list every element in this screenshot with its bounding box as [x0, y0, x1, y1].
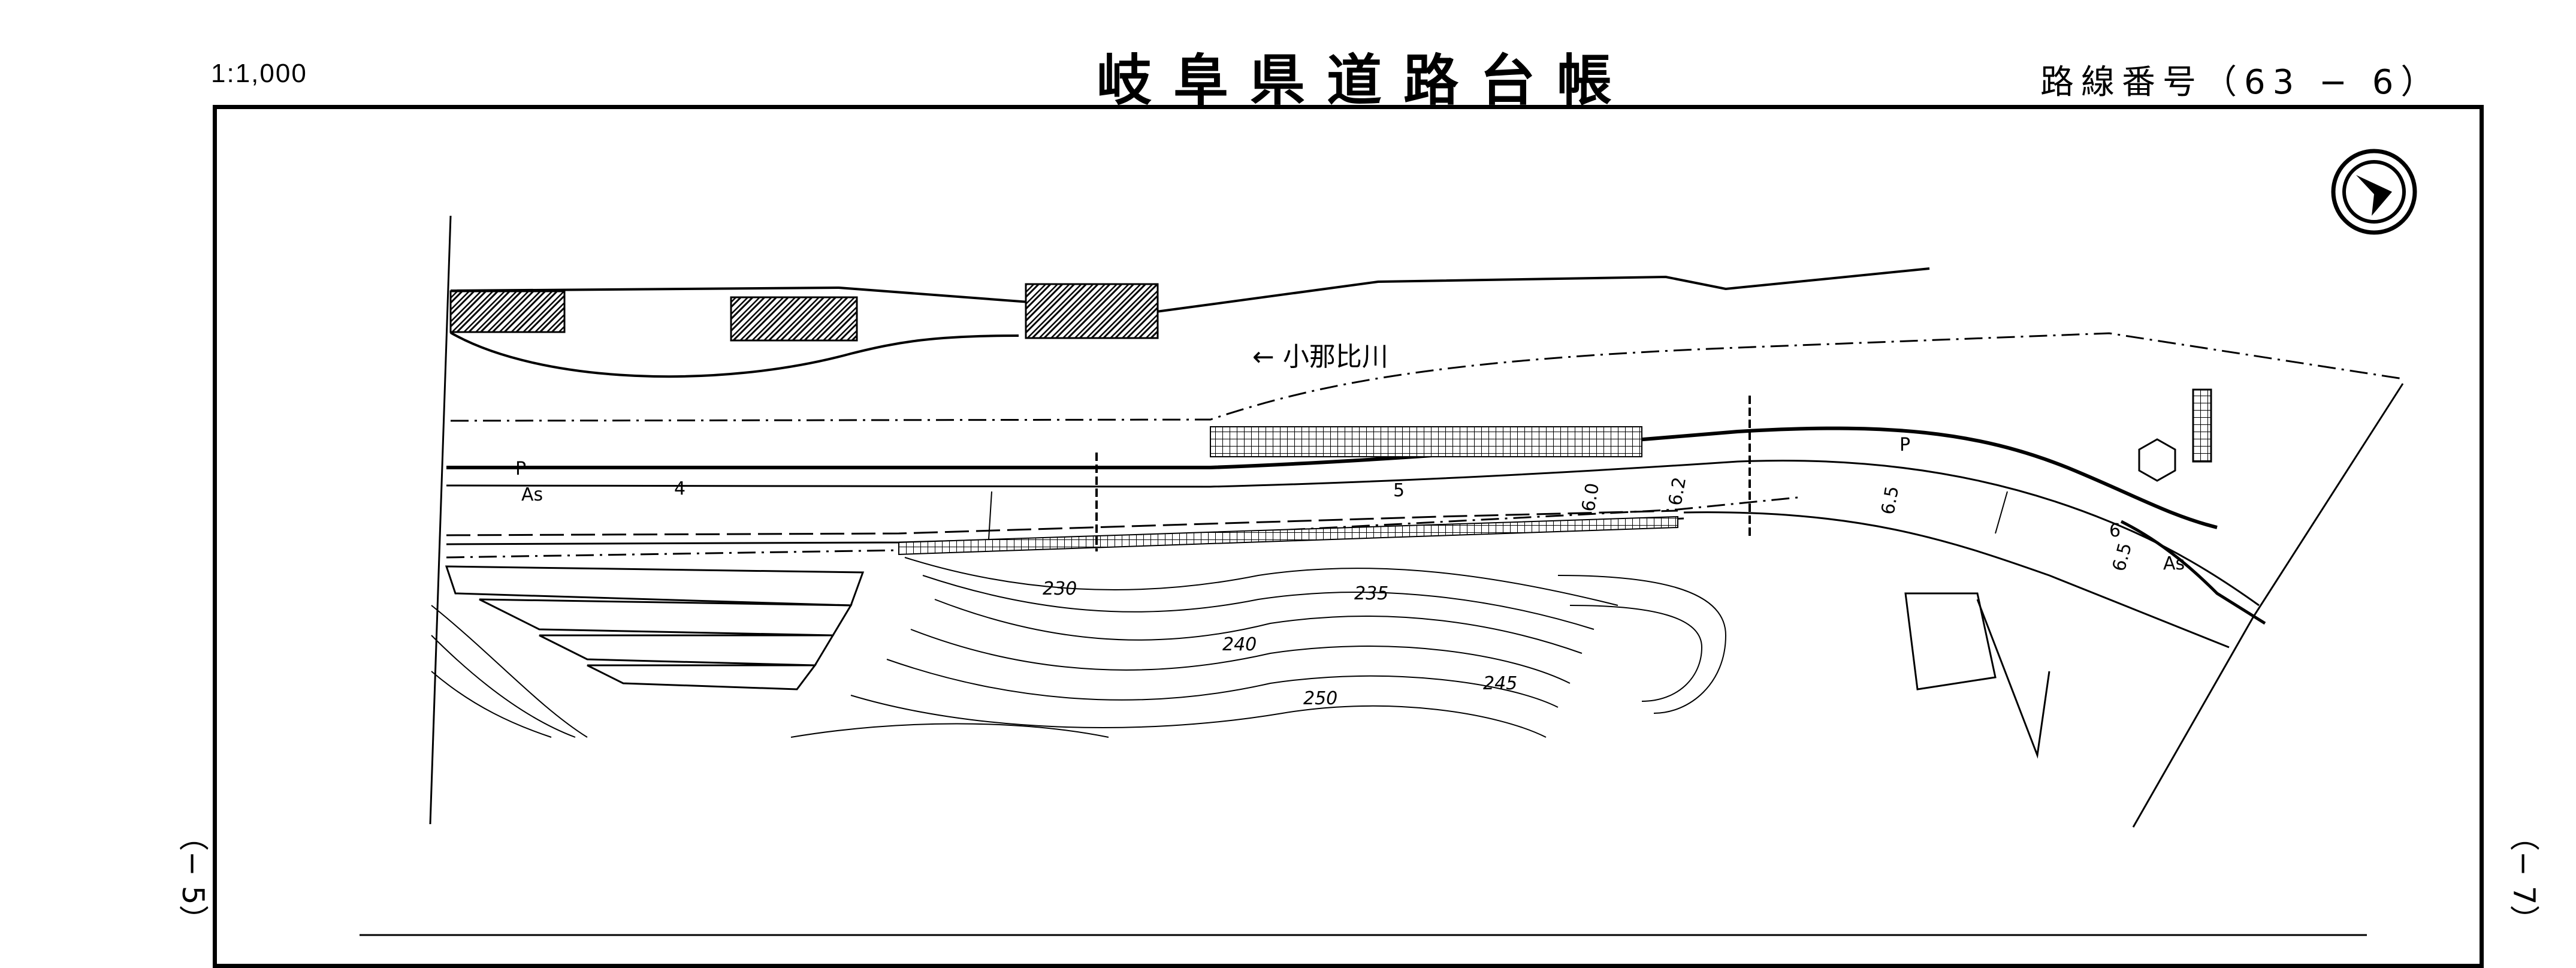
contour-label-250: 250 — [1303, 688, 1337, 709]
right-structures — [1904, 383, 2404, 828]
width-6-5-lower: 6.5 — [2109, 541, 2136, 574]
stair-structure — [2192, 388, 2212, 463]
width-6-0: 6.0 — [1578, 481, 1603, 513]
road-map-drawing: ← 小那比川 — [360, 149, 2417, 936]
lane-number-4: 4 — [674, 478, 685, 499]
survey-edge-line — [429, 215, 452, 825]
lane-number-5: 5 — [1393, 480, 1405, 501]
width-6-5-upper: 6.5 — [1877, 484, 1903, 516]
contour-lines — [431, 557, 1727, 738]
width-6-2: 6.2 — [1665, 475, 1690, 507]
sheet-marker-right: （− 7） — [2506, 821, 2541, 935]
lane-number-6: 6 — [2109, 520, 2121, 541]
road-label-as-left: As — [521, 484, 543, 505]
map-scale: 1:1,000 — [211, 59, 307, 88]
road-label-p-left: P — [515, 459, 526, 480]
north-arrow-icon — [2331, 149, 2417, 235]
page-title: 岐阜県道路台帳 — [1097, 49, 1634, 113]
river-weir-2 — [730, 296, 858, 342]
terraced-fields — [445, 565, 865, 690]
river-weir-3 — [1025, 283, 1159, 339]
road-label-as-right: As — [2163, 553, 2185, 574]
road-labels: P As 4 5 6.0 6.2 6.5 P 6 6.5 As — [515, 435, 2185, 574]
sheet-marker-left: （− 5） — [176, 821, 210, 935]
guardrail — [1210, 426, 1642, 457]
contour-label-235: 235 — [1354, 583, 1388, 604]
contour-label-245: 245 — [1483, 673, 1517, 694]
contour-labels: 230 235 240 245 250 — [1043, 578, 1517, 709]
river — [449, 267, 1930, 378]
contour-label-230: 230 — [1043, 578, 1077, 599]
river-label: ← 小那比川 — [1252, 342, 1388, 372]
road-label-p-right: P — [1899, 435, 1910, 456]
hexagon-marker — [2138, 438, 2176, 482]
route-number: 路線番号（63 − 6） — [2040, 63, 2442, 102]
river-weir-1 — [449, 290, 566, 333]
contour-label-240: 240 — [1222, 634, 1257, 655]
road — [446, 396, 2266, 649]
